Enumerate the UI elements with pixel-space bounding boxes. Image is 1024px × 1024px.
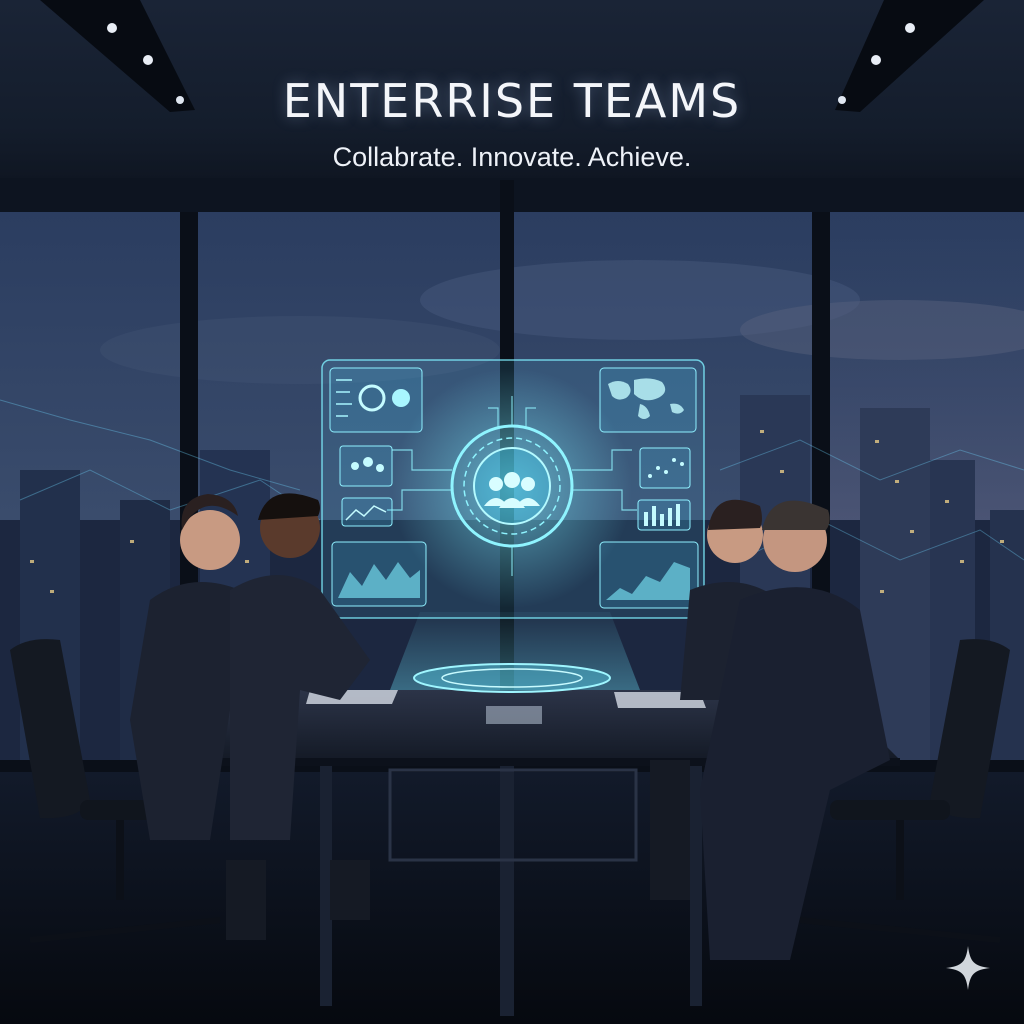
chair-right: [799, 639, 1010, 943]
area-chart-panel: [331, 541, 427, 607]
analytics-panel: [329, 367, 423, 433]
person-man-right: [700, 500, 890, 960]
poster-title: ENTERRISE TEAMS: [282, 74, 742, 128]
person-woman-right: [650, 499, 780, 900]
sparkle-icon: [946, 946, 990, 990]
bubble-chart-panel: [339, 445, 393, 487]
hologram-screen: [321, 359, 705, 619]
bar-chart-panel: [637, 499, 691, 531]
person-man-left: [230, 493, 370, 920]
world-map-panel: [599, 367, 697, 433]
poster-tagline: Collabrate. Innovate. Achieve.: [332, 142, 692, 172]
line-chart-panel: [599, 541, 699, 609]
hologram-beam: [390, 612, 640, 690]
small-bar-chart-panel: [341, 497, 393, 527]
scatter-chart-panel: [639, 447, 691, 489]
